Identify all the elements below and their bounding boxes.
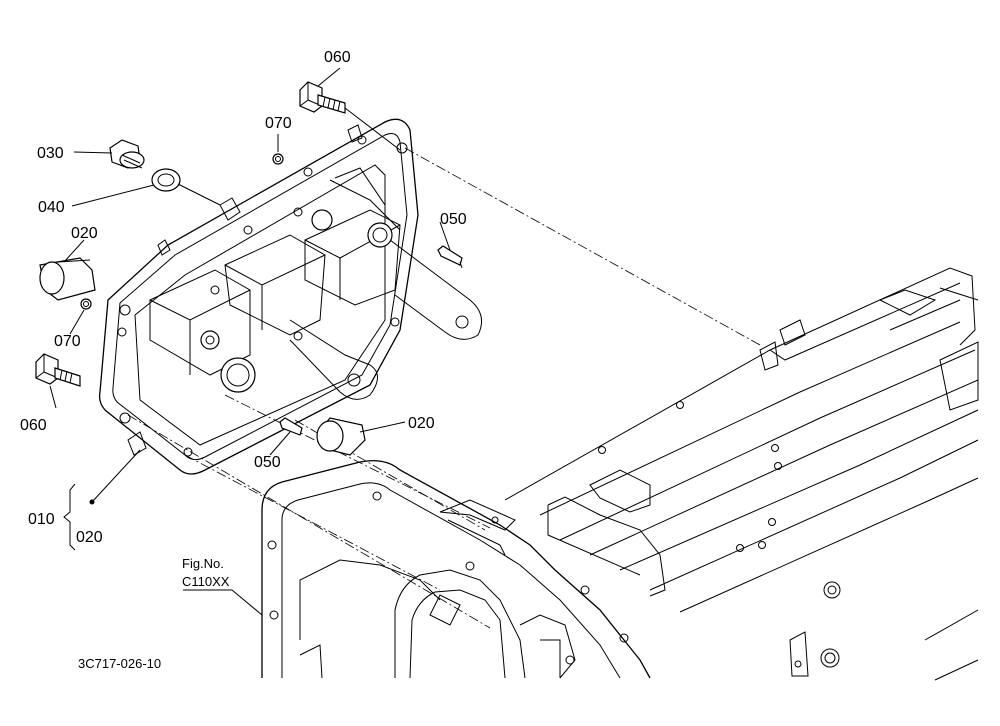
callout-030: 030 [37, 145, 64, 162]
callout-020-group: 020 [76, 529, 103, 546]
callout-060-top: 060 [324, 49, 351, 66]
figure-ref-label: Fig.No. [182, 556, 224, 571]
pin-070-top [272, 153, 284, 165]
top-cover [98, 118, 483, 475]
callout-070-left: 070 [54, 333, 81, 350]
callout-060-left: 060 [20, 417, 47, 434]
figure-reference: Fig.No. C110XX [182, 556, 230, 589]
pin-050-top [437, 245, 463, 269]
callout-020-top: 020 [71, 225, 98, 242]
bushing-020-right [316, 417, 366, 456]
bolt-060-top [299, 81, 401, 151]
pin-070-left [80, 298, 92, 310]
plug-030 [109, 139, 145, 169]
transmission-housing [504, 267, 979, 681]
clutch-housing-flange [261, 459, 651, 679]
callout-070-top: 070 [265, 115, 292, 132]
bolt-060-left [35, 353, 81, 387]
figure-ref-number: C110XX [182, 574, 230, 589]
callout-050-top: 050 [440, 211, 467, 228]
leader-lines [49, 67, 451, 616]
callout-010: 010 [28, 511, 55, 528]
pin-050-bottom [279, 417, 303, 436]
callout-020-right: 020 [408, 415, 435, 432]
washer-040 [151, 168, 221, 206]
bushing-020-top [39, 257, 96, 301]
callout-labels: 060 070 030 040 050 020 070 060 020 050 … [20, 49, 467, 546]
callout-050-bottom: 050 [254, 454, 281, 471]
callout-040: 040 [38, 199, 65, 216]
drawing-code: 3C717-026-10 [78, 656, 161, 671]
